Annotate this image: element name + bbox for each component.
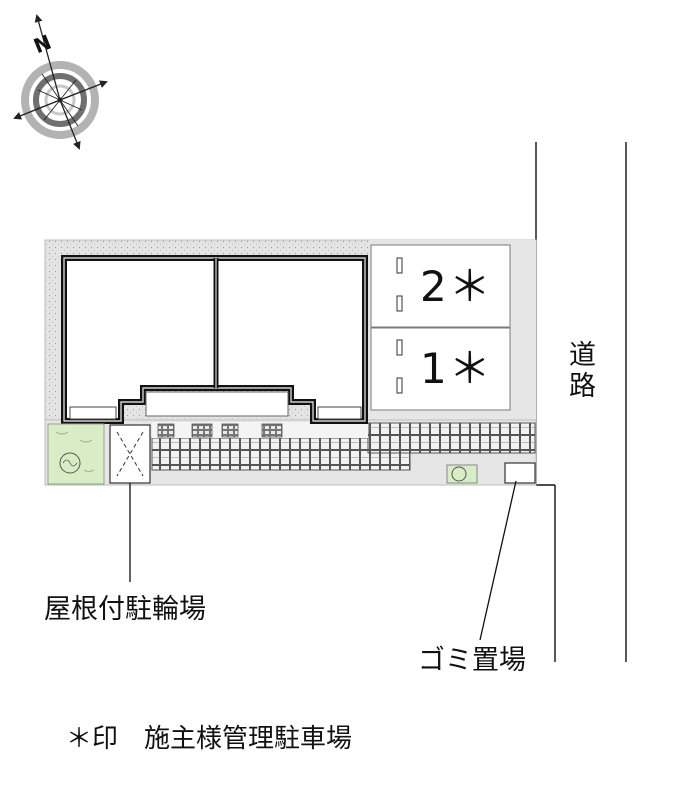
building <box>61 255 368 424</box>
compass-rose-icon <box>13 14 108 150</box>
parking-space-1 <box>370 327 511 411</box>
garden-area <box>47 423 105 485</box>
parking-space-2-label: 2＊ <box>420 262 493 311</box>
garbage-leader-line <box>479 480 517 641</box>
bicycle-parking-label: 屋根付駐輪場 <box>44 594 206 625</box>
porch-left <box>69 406 117 420</box>
road-label: 道路 <box>564 340 595 402</box>
corridor <box>145 391 289 417</box>
garbage-area-label: ゴミ置場 <box>418 645 526 676</box>
bicycle-parking <box>109 424 151 484</box>
brick-paving <box>151 422 536 471</box>
legend-note: ＊印 施主様管理駐車場 <box>66 724 353 754</box>
garbage-area <box>504 462 536 484</box>
shrub-icon <box>451 466 467 482</box>
parking-space-2 <box>370 244 511 328</box>
road <box>535 142 627 662</box>
shrub-area <box>446 464 478 484</box>
parking-space-1-label: 1＊ <box>420 344 493 393</box>
porch-right <box>317 406 362 420</box>
